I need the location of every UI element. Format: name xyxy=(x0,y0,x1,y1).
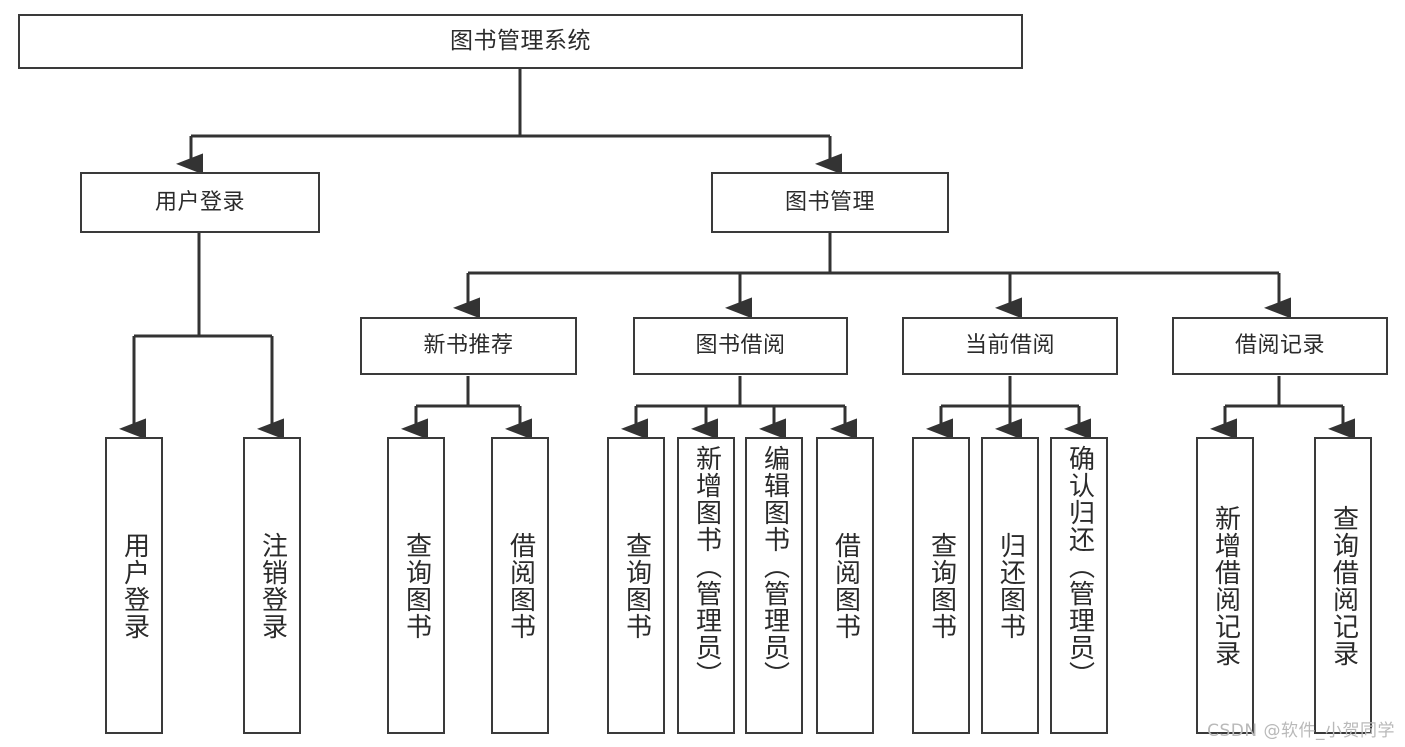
node-leaf-user-login-label: 用户登录 xyxy=(119,531,150,640)
node-leaf-edit-book-label: 编辑图书（管理员） xyxy=(759,445,790,688)
node-leaf-user-login[interactable]: 用户登录 xyxy=(105,437,163,734)
node-book-management-label: 图书管理 xyxy=(784,189,875,215)
node-book-management[interactable]: 图书管理 xyxy=(711,172,949,233)
node-borrow-record[interactable]: 借阅记录 xyxy=(1172,317,1388,375)
node-leaf-confirm-return[interactable]: 确认归还（管理员） xyxy=(1050,437,1108,734)
node-leaf-query-book-1-label: 查询图书 xyxy=(401,531,432,640)
node-leaf-confirm-return-label: 确认归还（管理员） xyxy=(1064,445,1095,688)
node-leaf-query-book-2[interactable]: 查询图书 xyxy=(607,437,665,734)
node-leaf-query-book-1[interactable]: 查询图书 xyxy=(387,437,445,734)
node-leaf-edit-book[interactable]: 编辑图书（管理员） xyxy=(745,437,803,734)
node-root-system[interactable]: 图书管理系统 xyxy=(18,14,1023,69)
watermark-text: CSDN @软件_小贺同学 xyxy=(1207,721,1395,741)
node-leaf-query-book-2-label: 查询图书 xyxy=(621,531,652,640)
node-user-login-label: 用户登录 xyxy=(154,189,245,215)
node-leaf-logout-login[interactable]: 注销登录 xyxy=(243,437,301,734)
node-new-book-recommend[interactable]: 新书推荐 xyxy=(360,317,577,375)
node-root-system-label: 图书管理系统 xyxy=(450,27,591,54)
node-leaf-query-book-3[interactable]: 查询图书 xyxy=(912,437,970,734)
node-borrow-record-label: 借阅记录 xyxy=(1234,333,1325,359)
node-current-borrow-label: 当前借阅 xyxy=(964,333,1055,359)
node-leaf-borrow-book-2[interactable]: 借阅图书 xyxy=(816,437,874,734)
node-leaf-query-book-3-label: 查询图书 xyxy=(926,531,957,640)
node-current-borrow[interactable]: 当前借阅 xyxy=(902,317,1118,375)
node-new-book-recommend-label: 新书推荐 xyxy=(423,333,514,359)
node-leaf-query-record[interactable]: 查询借阅记录 xyxy=(1314,437,1372,734)
node-user-login[interactable]: 用户登录 xyxy=(80,172,320,233)
node-book-borrow-label: 图书借阅 xyxy=(695,333,786,359)
node-leaf-return-book-label: 归还图书 xyxy=(995,531,1026,640)
node-leaf-add-record-label: 新增借阅记录 xyxy=(1210,504,1241,667)
node-leaf-query-record-label: 查询借阅记录 xyxy=(1328,504,1359,667)
node-leaf-borrow-book-1[interactable]: 借阅图书 xyxy=(491,437,549,734)
node-leaf-add-book[interactable]: 新增图书（管理员） xyxy=(677,437,735,734)
node-leaf-add-record[interactable]: 新增借阅记录 xyxy=(1196,437,1254,734)
node-leaf-return-book[interactable]: 归还图书 xyxy=(981,437,1039,734)
node-book-borrow[interactable]: 图书借阅 xyxy=(633,317,848,375)
node-leaf-logout-login-label: 注销登录 xyxy=(257,531,288,640)
node-leaf-borrow-book-1-label: 借阅图书 xyxy=(505,531,536,640)
node-leaf-borrow-book-2-label: 借阅图书 xyxy=(830,531,861,640)
node-leaf-add-book-label: 新增图书（管理员） xyxy=(691,445,722,688)
